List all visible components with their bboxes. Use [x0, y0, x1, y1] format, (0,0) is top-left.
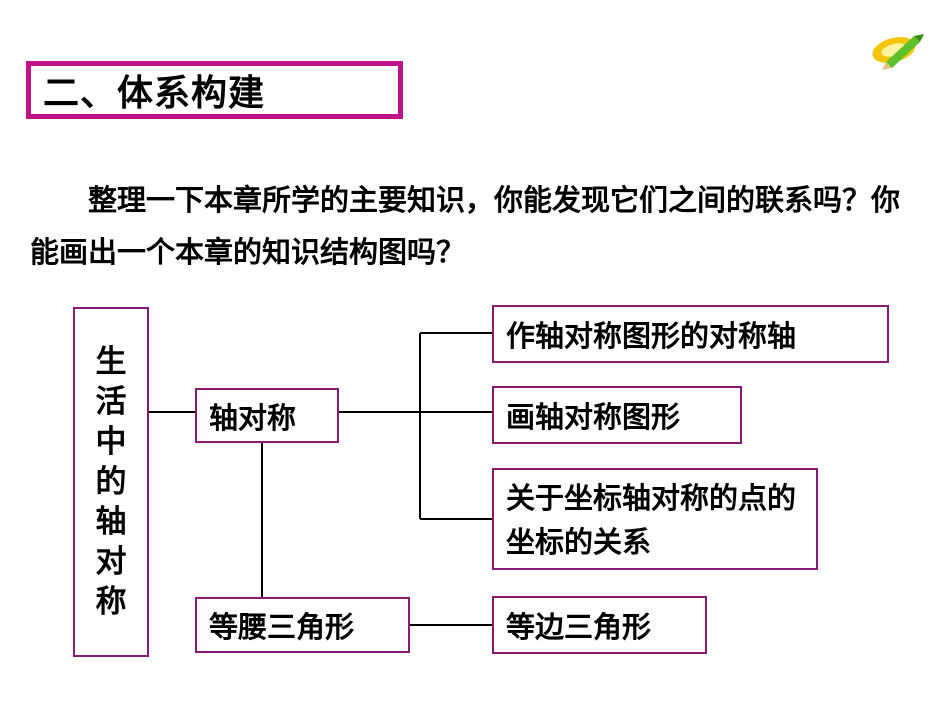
root-char: 的 — [95, 464, 127, 500]
root-char: 轴 — [95, 504, 127, 540]
pencil-logo-icon — [872, 34, 924, 70]
node-equilateral-triangle: 等边三角形 — [492, 596, 707, 654]
intro-paragraph: 整理一下本章所学的主要知识，你能发现它们之间的联系吗？你能画出一个本章的知识结构… — [30, 183, 901, 269]
root-char: 生 — [95, 344, 127, 380]
node-draw-symmetry-axis: 作轴对称图形的对称轴 — [492, 305, 889, 363]
node-draw-symmetric-figure: 画轴对称图形 — [492, 386, 742, 444]
root-char: 中 — [95, 424, 127, 460]
node-coordinate-symmetry: 关于坐标轴对称的点的坐标的关系 — [492, 468, 818, 570]
section-title: 二、体系构建 — [26, 61, 403, 119]
root-box-life-axis-symmetry: 生 活 中 的 轴 对 称 — [73, 307, 149, 657]
root-char: 对 — [95, 544, 127, 580]
root-char: 称 — [95, 584, 127, 620]
node-isosceles-triangle: 等腰三角形 — [195, 597, 410, 653]
root-char: 活 — [95, 384, 127, 420]
node-axis-symmetry: 轴对称 — [195, 388, 339, 443]
